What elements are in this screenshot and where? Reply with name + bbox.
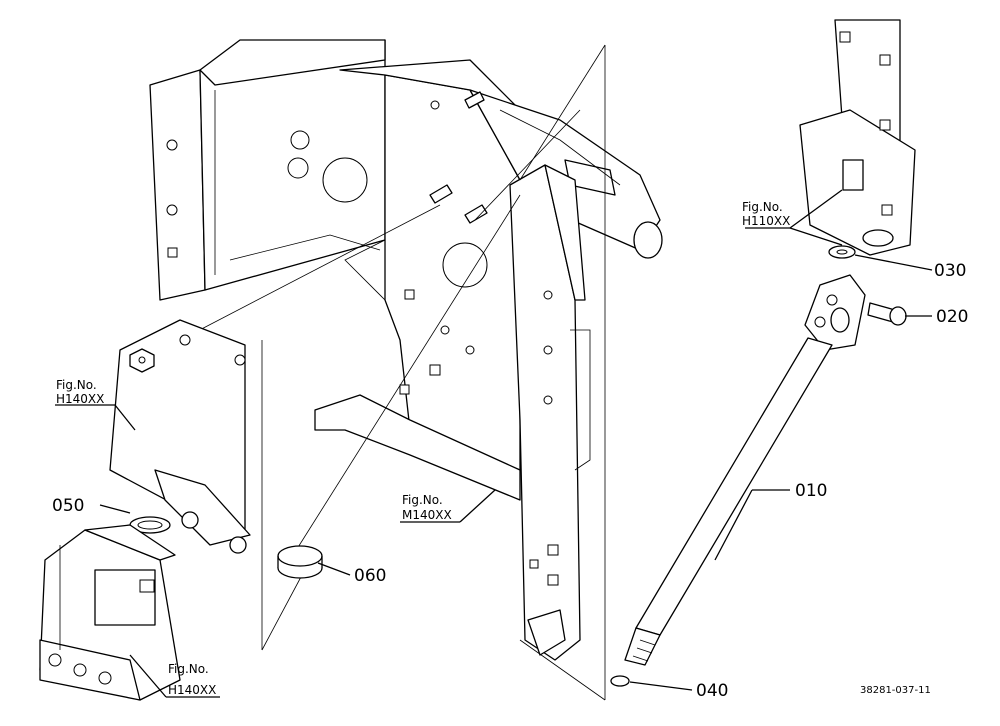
fig-ref-label: Fig.No. [742, 200, 783, 214]
snap-clip-040 [610, 675, 630, 687]
fig-ref-code: H140XX [56, 392, 104, 406]
fig-ref-label: Fig.No. [402, 493, 443, 507]
washer-030 [828, 245, 856, 259]
stud-bolts [429, 91, 488, 224]
fig-ref-m140: Fig.No. M140XX [402, 493, 452, 522]
callout-040: 040 [696, 681, 728, 701]
fig-ref-h110: Fig.No. H110XX [742, 200, 790, 228]
bolt-020 [867, 302, 907, 326]
callout-060: 060 [354, 566, 386, 586]
fig-ref-code: H140XX [168, 683, 216, 697]
power-steering-unit [39, 524, 181, 701]
bushing-060 [277, 545, 323, 579]
fig-ref-h140-upper: Fig.No. H140XX [56, 378, 104, 406]
fig-ref-label: Fig.No. [168, 662, 209, 676]
main-frame-left-panel [149, 39, 386, 301]
fig-ref-code: H110XX [742, 214, 790, 228]
universal-joint [804, 274, 866, 351]
steering-support-cylinder [469, 89, 663, 259]
main-frame-center-panel [314, 59, 521, 501]
callout-010: 010 [795, 481, 827, 501]
steering-column-support [799, 19, 916, 256]
callout-030: 030 [934, 261, 966, 281]
callout-050: 050 [52, 496, 84, 516]
main-frame-right-plate [509, 164, 591, 661]
callout-020: 020 [936, 307, 968, 327]
left-mounting-bracket [109, 319, 251, 554]
fig-ref-h140-lower: Fig.No. H140XX [168, 662, 216, 697]
section-plane-lines [189, 44, 606, 701]
fig-ref-label: Fig.No. [56, 378, 97, 392]
drawing-code: 38281-037-11 [860, 685, 931, 696]
leader-lines [55, 189, 933, 698]
fig-ref-code: M140XX [402, 508, 452, 522]
flange-nut [129, 348, 155, 373]
steering-shaft-010 [624, 337, 833, 666]
